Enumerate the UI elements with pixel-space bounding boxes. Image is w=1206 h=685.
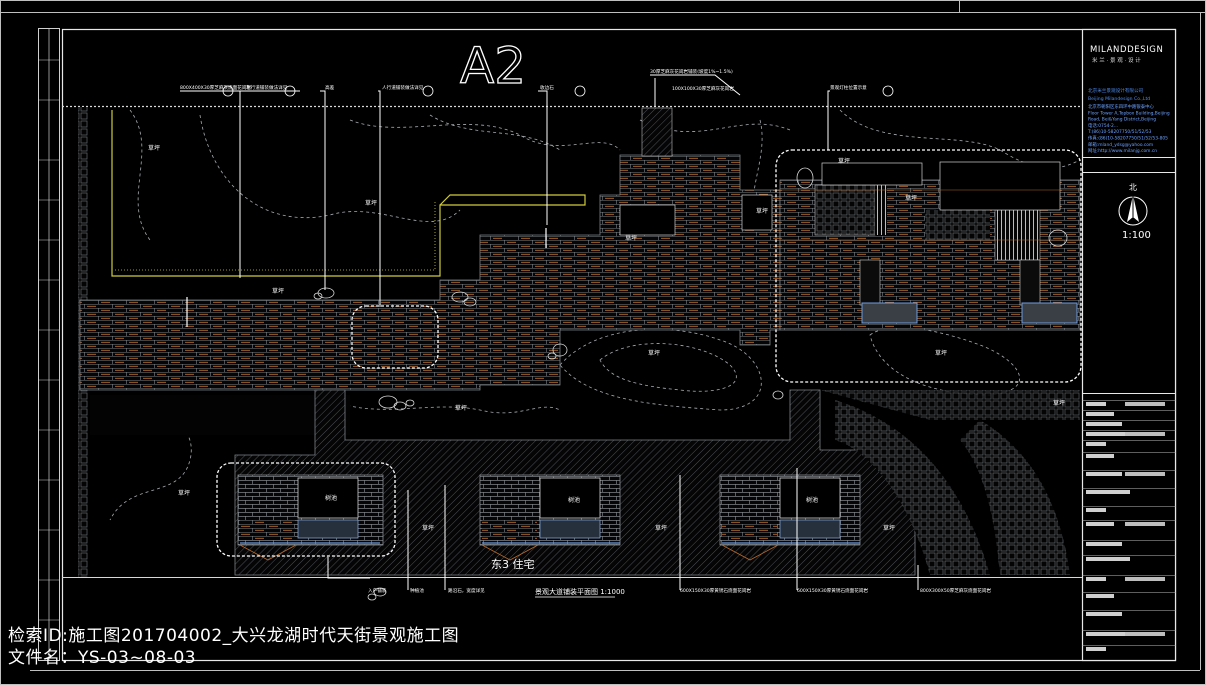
address-line: 北京市朝阳区东四环中路银泰中心	[1088, 103, 1154, 110]
area-label: 草坪	[272, 287, 284, 295]
area-label: 草坪	[365, 199, 377, 207]
area-label: 草坪	[905, 194, 917, 202]
north-label: 北	[1129, 183, 1137, 192]
area-label: 草坪	[838, 157, 850, 165]
area-label: 树池	[568, 496, 580, 504]
area-labels: 草坪草坪草坪草坪草坪草坪草坪草坪草坪草坪草坪草坪草坪草坪草坪树池树池树池	[148, 144, 1065, 532]
building-label: 东3 住宅	[491, 557, 535, 571]
callout-text: 高差	[325, 84, 335, 91]
plaza-right	[619, 161, 1081, 331]
detail-highlight-boxes	[216, 149, 1082, 557]
sheet-label: A2	[460, 37, 526, 95]
callout-text: 收边石	[540, 84, 554, 91]
callout-text: 入户铺装	[368, 587, 387, 594]
file-name-caption: 文件名：YS-03~08-03	[8, 648, 197, 668]
building-bays	[237, 474, 861, 561]
shrub-clusters	[313, 167, 1068, 601]
archive-id-caption: 检索ID:施工图201704002_大兴龙湖时代天街景观施工图	[8, 626, 460, 646]
area-label: 草坪	[935, 349, 947, 357]
callout-text: 600X150X30厚黄锈石烧面花岗岩	[680, 587, 751, 594]
detail-ref-circles	[222, 85, 894, 97]
area-label: 草坪	[422, 524, 434, 532]
address-line: Road, Bei&Yang District,Beijing	[1088, 117, 1156, 123]
company-name-en: Beijing Milandesign Co.,Ltd	[1088, 96, 1150, 102]
callout-text: 路沿石，宽度详见	[448, 587, 485, 594]
callout-text: 800X400X30厚芝麻灰烧面花岗岩	[180, 84, 251, 91]
curved-grid-paving	[835, 400, 990, 575]
area-label: 草坪	[178, 489, 190, 497]
address-line: T:(86)10-58207750/51/52/53	[1087, 129, 1152, 135]
curved-grid-paving-2	[960, 420, 1070, 575]
address-line: Floor Tower A,Topbox Building,Beijing	[1088, 110, 1170, 116]
callout-text: 30厚芝麻灰花岗岩铺装(坡度1%~1.5%)	[650, 68, 733, 75]
area-label: 草坪	[756, 207, 768, 215]
leader-markers	[186, 228, 547, 327]
area-label: 树池	[806, 496, 818, 504]
gravel-entry	[641, 107, 673, 157]
lower-left-lawn	[90, 395, 350, 435]
plan-title: 景观大道铺装平面图 1:1000	[535, 587, 625, 596]
area-label: 草坪	[1053, 399, 1065, 407]
area-label: 草坪	[455, 404, 467, 412]
leader-lines	[180, 74, 919, 590]
area-label: 草坪	[148, 144, 160, 152]
callout-text: 景观灯柱位置示意	[830, 84, 867, 91]
area-label: 树池	[325, 494, 337, 502]
area-label: 草坪	[625, 234, 637, 242]
address-line: 传真:(86)10-58207750/51/52/53-805	[1088, 135, 1168, 142]
company-sub: 米 兰 · 景 观 · 设 计	[1092, 56, 1141, 64]
title-block	[1081, 28, 1177, 662]
main-paving-band	[79, 154, 781, 391]
area-label: 草坪	[655, 524, 667, 532]
north-arrow-icon	[1118, 195, 1148, 226]
area-label: 草坪	[648, 349, 660, 357]
address-line: 电话:0754-2...	[1088, 122, 1118, 129]
area-label: 草坪	[883, 524, 895, 532]
company-name-cn: 北京米兰景观设计有限公司	[1088, 87, 1144, 94]
binding-strip	[38, 28, 60, 661]
address-line: 网址:http://www.milanjg.com.cn	[1088, 147, 1157, 154]
callout-text: 种植池	[410, 587, 424, 594]
callout-text: 人行道铺装做法详见	[382, 84, 424, 91]
callout-text: 100X100X30厚芝麻灰花岗岩	[672, 85, 734, 92]
callout-text: 车行道铺装做法详见	[246, 84, 288, 91]
scale-label: 1:100	[1122, 230, 1151, 241]
company-logo: MILANDDESIGN	[1090, 45, 1163, 55]
address-line: 邮箱:mland_ydsg@yahoo.com	[1088, 141, 1153, 148]
planting-area-top	[111, 110, 586, 277]
callout-text: 600X150X30厚黄锈石烧面花岗岩	[797, 587, 868, 594]
callout-text: 800X300X50厚芝麻灰烧面花岗岩	[920, 587, 991, 594]
